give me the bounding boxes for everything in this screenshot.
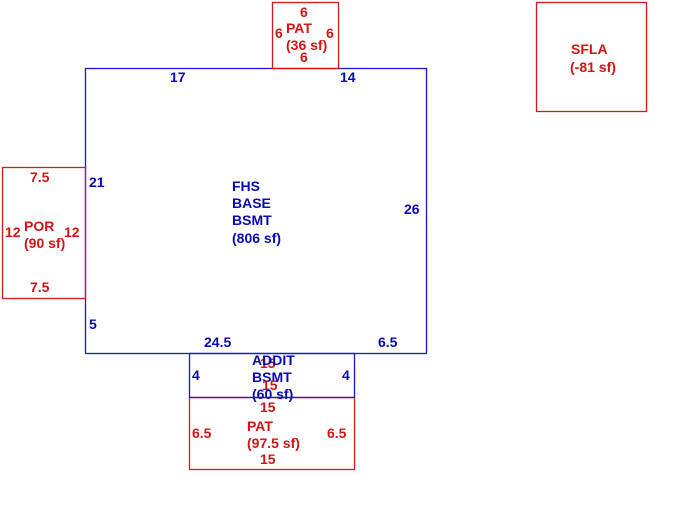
addit-dim-bottom: 15 [262,377,278,393]
pat-top-name: PAT [286,20,312,36]
fhs-base-bsmt-area[interactable]: FHS BASE BSMT (806 sf) 17 14 26 21 5 24.… [84,67,428,355]
fhs-dim-right: 26 [404,201,420,217]
pat-bottom-area[interactable]: 15 6.5 PAT 6.5 (97.5 sf) 15 [188,396,356,471]
pat-bottom-dim-bottom: 15 [260,451,276,467]
addit-area-value: (60 sf) [252,386,293,402]
addit-name-line-1: ADDIT [252,352,295,368]
por-area-value: (90 sf) [24,235,65,251]
pat-bottom-dim-right: 6.5 [327,425,347,441]
fhs-name-line-3: BSMT [232,212,272,228]
fhs-area: (806 sf) [232,230,281,246]
pat-top-dim-bottom: 6 [300,49,308,65]
addit-dim-left: 4 [192,367,200,383]
sfla-name: SFLA [571,41,608,57]
por-area[interactable]: 7.5 12 POR 12 (90 sf) 7.5 [1,166,87,300]
fhs-dim-top-left: 17 [170,69,186,85]
pat-top-area-value: (36 sf) [286,37,327,53]
pat-bottom-dim-left: 6.5 [192,425,212,441]
fhs-dim-bottom-left: 24.5 [204,334,231,350]
fhs-dim-left-lower: 5 [89,316,97,332]
por-dim-right: 12 [64,224,80,240]
pat-bottom-area-value: (97.5 sf) [247,435,300,451]
addit-dim-top: 15 [260,355,276,371]
addit-bsmt-area[interactable]: 15 ADDIT BSMT 15 (60 sf) 4 4 [188,352,356,402]
fhs-name-line-2: BASE [232,195,271,211]
pat-bottom-dim-top: 15 [260,399,276,415]
sfla-outline [535,1,648,113]
sfla-area[interactable]: SFLA (-81 sf) [535,1,648,113]
por-name: POR [24,218,54,234]
fhs-dim-left-upper: 21 [89,174,105,190]
fhs-name-line-1: FHS [232,178,260,194]
por-dim-top: 7.5 [30,169,50,185]
pat-top-dim-right: 6 [326,25,334,41]
pat-top-outline [271,1,340,70]
pat-top-dim-top: 6 [300,4,308,20]
addit-name-line-2: BSMT [252,369,292,385]
fhs-base-bsmt-outline [84,67,428,355]
addit-dim-right: 4 [342,367,350,383]
por-dim-left: 12 [5,224,21,240]
addit-bsmt-outline [188,352,356,399]
por-outline [1,166,87,300]
pat-top-area[interactable]: 6 PAT (36 sf) 6 6 6 [271,1,340,70]
por-dim-bottom: 7.5 [30,279,50,295]
sfla-area-value: (-81 sf) [570,59,616,75]
fhs-dim-top-right: 14 [340,69,356,85]
fhs-dim-bottom-right: 6.5 [378,334,398,350]
pat-top-dim-left: 6 [275,25,283,41]
pat-bottom-name: PAT [247,418,273,434]
